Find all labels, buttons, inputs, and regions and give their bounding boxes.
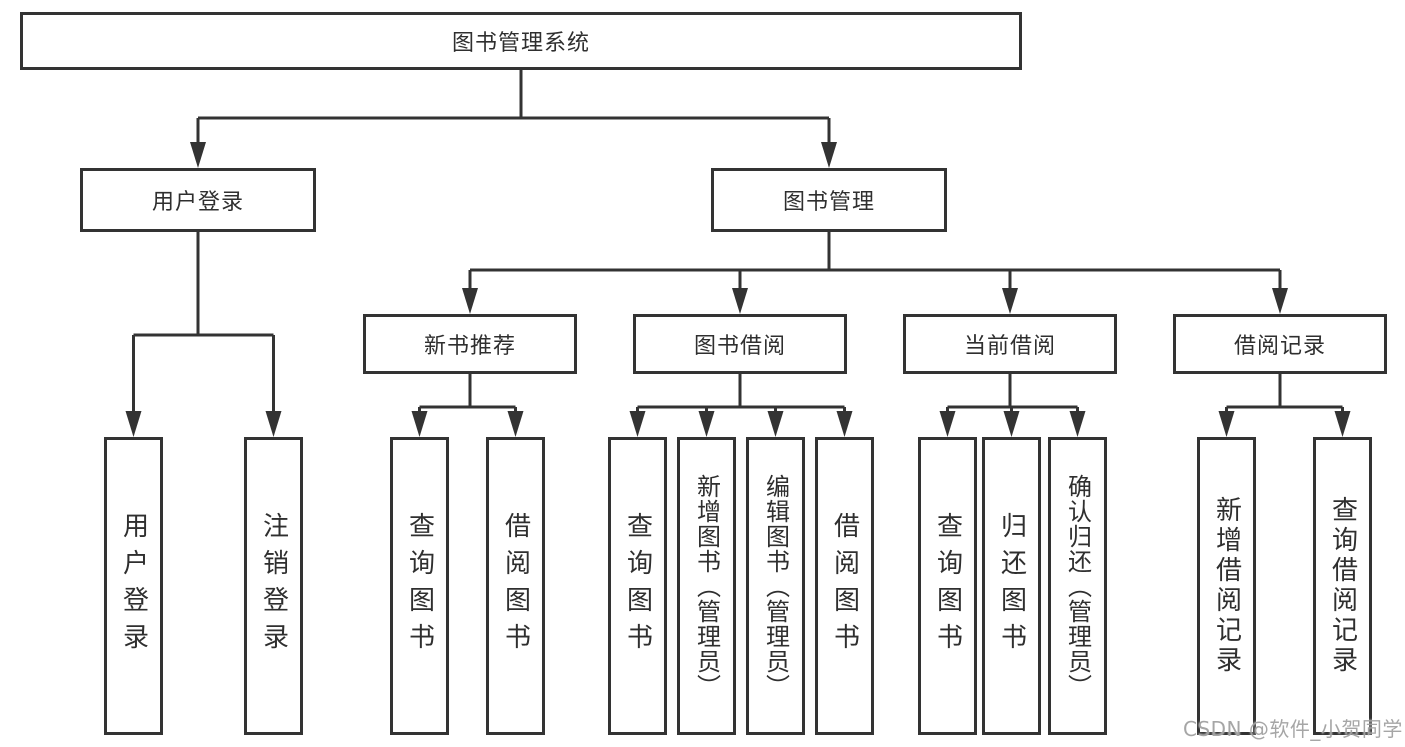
node-label: 借阅图书 [829, 512, 860, 660]
watermark-text: CSDN @软件_小贺同学 [1183, 717, 1403, 741]
node-label: 用户登录 [151, 190, 244, 215]
leaf-query-book-borrow: 查询图书 [608, 437, 667, 735]
node-label: 查询图书 [404, 512, 435, 660]
leaf-logout: 注销登录 [244, 437, 303, 735]
node-label: 归还图书 [996, 512, 1027, 660]
leaf-return-book: 归还图书 [982, 437, 1041, 735]
node-book-management: 图书管理 [711, 168, 947, 232]
leaf-query-book-newbook: 查询图书 [390, 437, 449, 735]
node-label: 查询借阅记录 [1327, 496, 1358, 676]
node-label: 借阅图书 [500, 512, 531, 660]
leaf-add-book-admin: 新增图书（管理员） [677, 437, 736, 735]
leaf-add-borrow-record: 新增借阅记录 [1197, 437, 1256, 735]
arrowheads [125, 142, 1351, 437]
node-label: 图书借阅 [693, 334, 786, 359]
node-label: 查询图书 [622, 512, 653, 660]
leaf-query-book-current: 查询图书 [918, 437, 977, 735]
node-label: 新书推荐 [423, 334, 516, 359]
node-label: 编辑图书（管理员） [761, 473, 790, 699]
node-label: 借阅记录 [1233, 334, 1326, 359]
leaf-user-login: 用户登录 [104, 437, 163, 735]
node-current-borrowing: 当前借阅 [903, 314, 1117, 374]
node-label: 图书管理系统 [451, 31, 590, 56]
node-book-borrowing: 图书借阅 [633, 314, 847, 374]
leaf-borrow-book: 借阅图书 [815, 437, 874, 735]
node-borrowing-records: 借阅记录 [1173, 314, 1387, 374]
node-new-book-recommend: 新书推荐 [363, 314, 577, 374]
leaf-confirm-return-admin: 确认归还（管理员） [1048, 437, 1107, 735]
node-label: 新增图书（管理员） [692, 473, 721, 699]
node-label: 注销登录 [258, 512, 289, 660]
node-label: 用户登录 [118, 512, 149, 660]
node-label: 新增借阅记录 [1211, 496, 1242, 676]
node-library-management-system: 图书管理系统 [20, 12, 1022, 70]
leaf-query-borrow-record: 查询借阅记录 [1313, 437, 1372, 735]
node-label: 图书管理 [782, 190, 875, 215]
node-user-login: 用户登录 [80, 168, 316, 232]
node-label: 当前借阅 [963, 334, 1056, 359]
node-label: 确认归还（管理员） [1063, 473, 1092, 699]
leaf-borrow-book-newbook: 借阅图书 [486, 437, 545, 735]
leaf-edit-book-admin: 编辑图书（管理员） [746, 437, 805, 735]
node-label: 查询图书 [932, 512, 963, 660]
